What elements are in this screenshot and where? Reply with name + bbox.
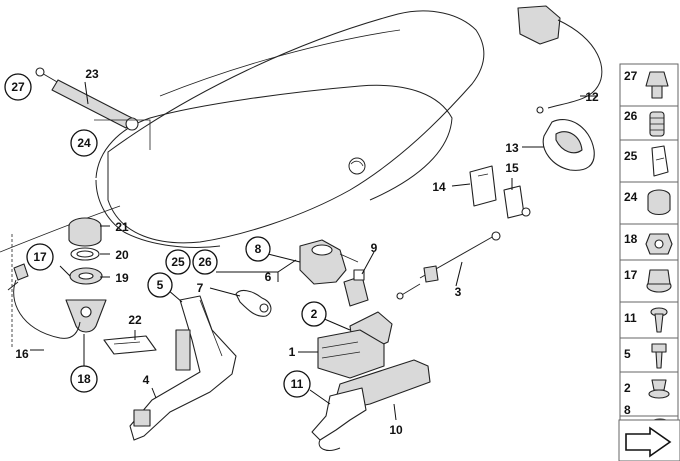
callout-24[interactable]: 24 [70, 129, 98, 157]
svg-text:20: 20 [115, 248, 129, 262]
legend-label-2: 2 [624, 381, 631, 395]
callout-2[interactable]: 2 [301, 301, 327, 327]
svg-text:2: 2 [311, 307, 318, 321]
key-tag [235, 289, 272, 317]
buffer-spring-icon [649, 111, 665, 137]
buffer-stack [65, 217, 107, 333]
emergency-handle [542, 118, 595, 171]
latch-mechanism [311, 359, 431, 451]
callout-8[interactable]: 8 [245, 236, 271, 262]
lock-bracket [129, 295, 237, 441]
svg-text:26: 26 [198, 255, 212, 269]
push-rivet-icon [645, 71, 669, 99]
svg-text:23: 23 [85, 67, 99, 81]
svg-text:10: 10 [389, 423, 403, 437]
callout-25[interactable]: 25 [165, 249, 191, 275]
flange-nut-icon [646, 269, 672, 293]
fastener-legend: 27 26 25 24 18 17 11 5 2 8 [619, 63, 679, 461]
svg-text:9: 9 [371, 241, 378, 255]
legend-label-26: 26 [624, 109, 638, 123]
clip-nut-icon [651, 145, 669, 177]
svg-text:4: 4 [143, 373, 150, 387]
microswitch [343, 269, 369, 307]
bracket-group-lines [11, 119, 151, 348]
callout-18[interactable]: 18 [70, 365, 98, 393]
legend-label-11: 11 [624, 311, 637, 325]
svg-text:19: 19 [115, 271, 129, 285]
svg-text:13: 13 [505, 141, 519, 155]
svg-text:25: 25 [171, 255, 185, 269]
svg-text:15: 15 [505, 161, 519, 175]
hex-nut-icon [645, 233, 673, 255]
svg-text:21: 21 [115, 220, 129, 234]
svg-text:18: 18 [77, 372, 91, 386]
trunk-lid [0, 10, 485, 253]
svg-text:14: 14 [432, 180, 446, 194]
trunk-lock [317, 329, 385, 379]
svg-text:22: 22 [128, 313, 142, 327]
svg-text:11: 11 [291, 377, 304, 391]
svg-text:24: 24 [77, 136, 91, 150]
cable-clip [503, 185, 531, 219]
control-rod [396, 231, 501, 300]
callout-26[interactable]: 26 [192, 249, 218, 275]
svg-text:6: 6 [265, 270, 272, 284]
legend-label-18: 18 [624, 232, 638, 246]
bowden-cable [7, 263, 81, 339]
legend-label-27: 27 [624, 69, 638, 83]
cable-holder [469, 165, 497, 207]
svg-text:27: 27 [11, 80, 25, 94]
legend-label-25: 25 [624, 149, 638, 163]
screw-icon [650, 307, 668, 333]
plain-labels: 23 21 20 19 16 22 4 7 6 9 3 1 10 12 13 1… [15, 67, 599, 437]
svg-text:8: 8 [255, 242, 262, 256]
lock-cylinder [299, 239, 359, 285]
legend-label-17: 17 [624, 268, 638, 282]
washer-bolt-icon [648, 379, 670, 399]
legend-label-24: 24 [624, 190, 638, 204]
svg-text:1: 1 [289, 345, 296, 359]
callout-11[interactable]: 11 [283, 370, 311, 398]
leader-lines [30, 81, 598, 421]
svg-text:12: 12 [585, 90, 599, 104]
callout-17[interactable]: 17 [26, 243, 54, 271]
svg-text:16: 16 [15, 347, 29, 361]
svg-text:5: 5 [157, 278, 164, 292]
gas-strut [35, 67, 139, 131]
rubber-stop-icon [647, 189, 671, 216]
clip-plate [103, 335, 157, 355]
callouts: 27 24 17 18 5 25 26 8 2 11 [4, 73, 327, 398]
svg-text:3: 3 [455, 285, 462, 299]
callout-5[interactable]: 5 [147, 272, 173, 298]
svg-text:17: 17 [33, 250, 47, 264]
legend-label-5: 5 [624, 347, 631, 361]
callout-27[interactable]: 27 [4, 73, 32, 101]
legend-label-8: 8 [624, 403, 631, 417]
bolt-icon [651, 343, 667, 369]
release-cable [517, 5, 603, 114]
next-page-arrow-icon[interactable] [618, 419, 680, 461]
svg-text:7: 7 [197, 281, 204, 295]
